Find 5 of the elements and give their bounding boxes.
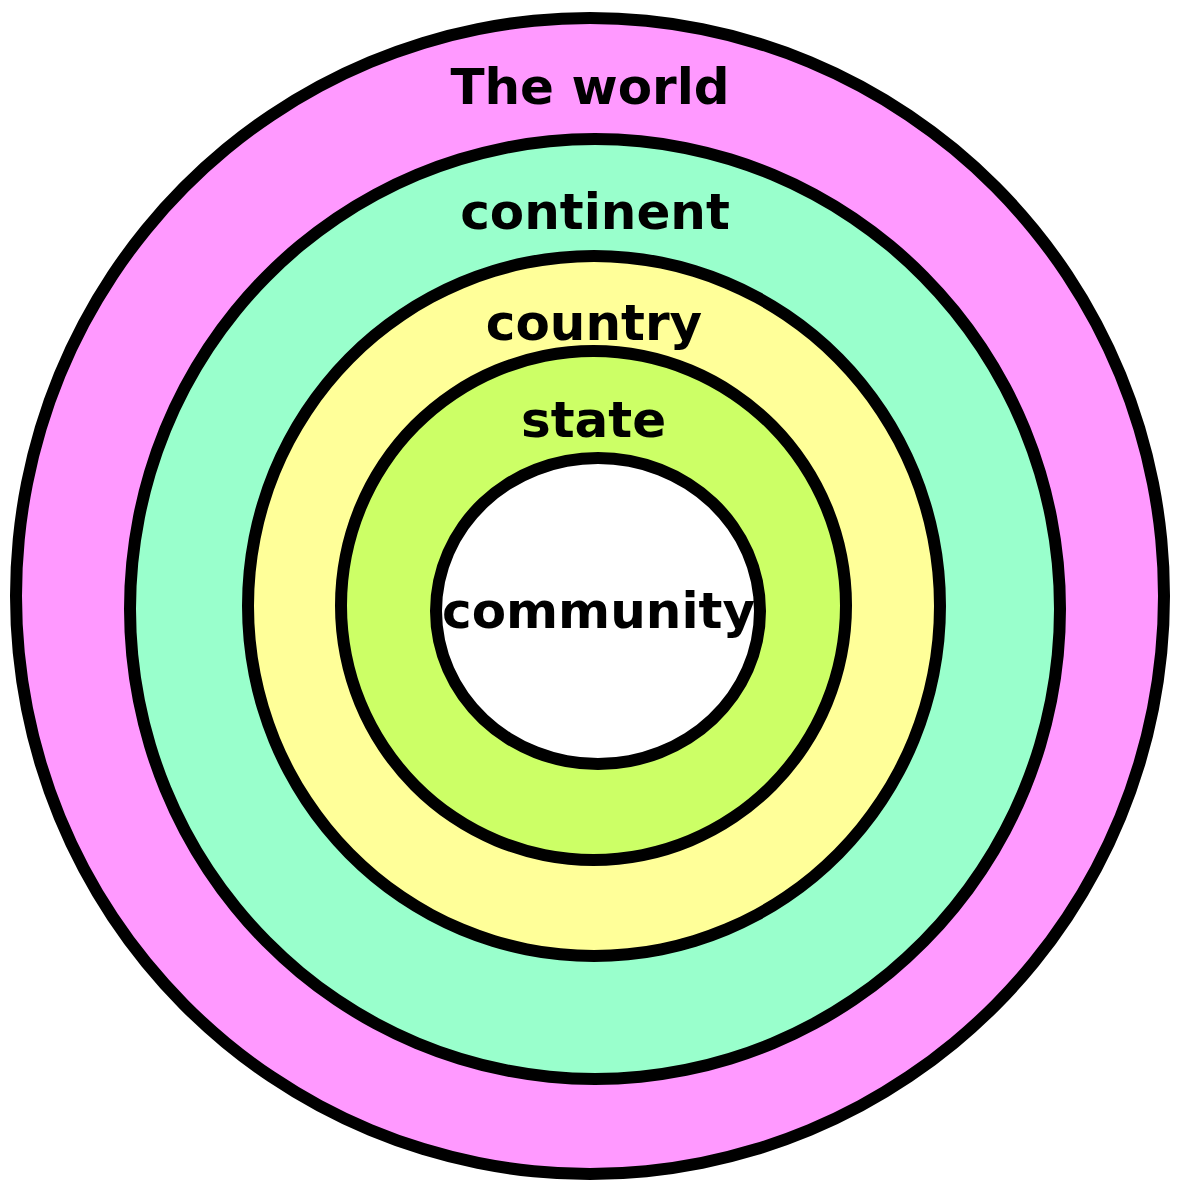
ring-label: The world bbox=[450, 60, 730, 115]
ring-label: continent bbox=[460, 185, 730, 240]
ring-label: state bbox=[520, 393, 667, 448]
ring-label: country bbox=[485, 296, 703, 351]
ring-label: community bbox=[442, 583, 755, 639]
